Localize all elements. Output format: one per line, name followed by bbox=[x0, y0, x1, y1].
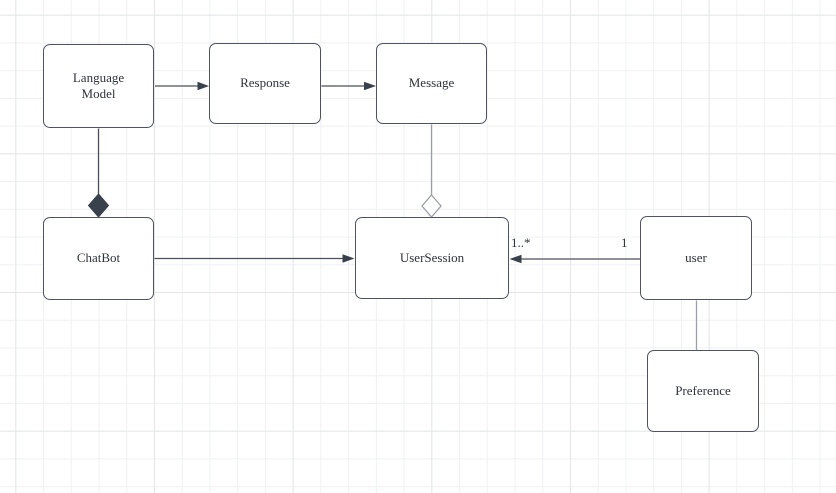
edge-message-usersession-aggregation[interactable] bbox=[421, 124, 442, 218]
node-label: user bbox=[685, 249, 707, 265]
edge-chatbot-usersession[interactable] bbox=[154, 254, 355, 263]
node-user[interactable]: user bbox=[640, 216, 752, 300]
node-preference[interactable]: Preference bbox=[647, 350, 759, 432]
node-label: Response bbox=[240, 75, 290, 91]
node-usersession[interactable]: UserSession bbox=[355, 217, 509, 299]
arrowhead-left-icon bbox=[509, 254, 522, 264]
node-label: Language Model bbox=[72, 69, 125, 101]
node-label: ChatBot bbox=[76, 250, 121, 266]
node-label: Preference bbox=[675, 382, 731, 398]
multiplicity-label-source[interactable]: 1 bbox=[621, 235, 628, 250]
filled-diamond-icon bbox=[87, 193, 110, 218]
node-language-model[interactable]: Language Model bbox=[43, 44, 154, 128]
node-label: Message bbox=[408, 75, 455, 91]
node-label: UserSession bbox=[399, 249, 465, 265]
multiplicity-label-target[interactable]: 1..* bbox=[511, 235, 531, 250]
edge-languagemodel-response[interactable] bbox=[155, 81, 209, 91]
node-chatbot[interactable]: ChatBot bbox=[43, 217, 154, 300]
node-message[interactable]: Message bbox=[376, 43, 487, 124]
hollow-diamond-icon bbox=[421, 194, 442, 218]
node-response[interactable]: Response bbox=[209, 43, 321, 124]
edge-user-usersession[interactable] bbox=[509, 254, 641, 264]
edge-languagemodel-chatbot-composition[interactable] bbox=[87, 128, 110, 218]
arrowhead-right-icon bbox=[364, 81, 376, 91]
arrowhead-right-icon bbox=[197, 81, 209, 91]
edge-response-message[interactable] bbox=[321, 81, 377, 91]
arrowhead-right-icon bbox=[342, 254, 355, 263]
